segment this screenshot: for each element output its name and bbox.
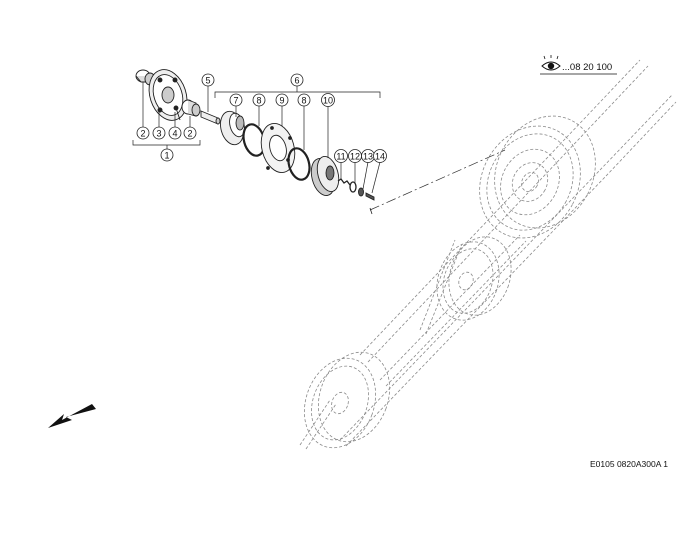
callout-14: 14 xyxy=(373,149,387,163)
part-hub-plate xyxy=(148,69,188,121)
callout-2a: 2 xyxy=(136,126,150,140)
callout-number: 3 xyxy=(156,128,161,138)
callout-8b: 8 xyxy=(297,93,311,107)
part-friction-disc-9 xyxy=(260,123,296,173)
callout-number: 5 xyxy=(205,75,210,85)
part-flange-7 xyxy=(220,110,245,146)
callout-number: 8 xyxy=(301,95,306,105)
reference-number: ...08 20 100 xyxy=(562,62,612,73)
callout-number: 9 xyxy=(279,95,284,105)
upper-pulley-phantom xyxy=(479,115,596,239)
part-pin-5 xyxy=(200,110,221,125)
part-screw-4 xyxy=(175,107,181,121)
view-reference: ...08 20 100 xyxy=(540,55,617,75)
callout-number: 1 xyxy=(164,150,169,160)
middle-pulley-phantom xyxy=(436,236,512,321)
callout-12: 12 xyxy=(348,149,362,163)
drawing-code: E0105 0820A300A 1 xyxy=(590,459,668,469)
part-nut-13 xyxy=(358,187,364,197)
callout-8a: 8 xyxy=(252,93,266,107)
belt-drive-phantom xyxy=(299,59,677,450)
eye-icon xyxy=(541,55,561,71)
callout-9: 9 xyxy=(275,93,289,107)
lower-pulley-phantom xyxy=(303,351,391,449)
callout-3: 3 xyxy=(152,126,166,140)
center-axis-line xyxy=(369,149,506,211)
part-bolt-14 xyxy=(365,192,375,215)
callout-13: 13 xyxy=(361,149,375,163)
part-washer-12 xyxy=(349,181,357,193)
callout-7: 7 xyxy=(229,93,243,107)
callout-number: 14 xyxy=(375,151,385,161)
exploded-assembly xyxy=(135,69,375,215)
part-pressure-plate-10 xyxy=(310,155,340,197)
callout-number: 2 xyxy=(187,128,192,138)
callout-number: 8 xyxy=(256,95,261,105)
callout-2b: 2 xyxy=(183,126,197,140)
leader-lines xyxy=(132,82,381,194)
callout-number: 13 xyxy=(363,151,373,161)
part-bushing-bottom xyxy=(181,99,201,117)
callout-number: 7 xyxy=(233,95,238,105)
callout-number: 2 xyxy=(140,128,145,138)
callout-10: 10 xyxy=(321,93,335,107)
callout-number: 4 xyxy=(172,128,177,138)
callout-number: 6 xyxy=(294,75,299,85)
direction-arrow-icon xyxy=(48,404,96,428)
callout-5: 5 xyxy=(201,73,215,87)
callout-4: 4 xyxy=(168,126,182,140)
part-ring-8b xyxy=(287,147,311,181)
callout-1: 1 xyxy=(160,148,174,162)
callout-6: 6 xyxy=(290,73,304,87)
callout-11: 11 xyxy=(334,149,348,163)
callout-number: 11 xyxy=(336,151,345,161)
callout-number: 10 xyxy=(323,95,333,105)
callout-number: 12 xyxy=(350,151,360,161)
part-spring-11 xyxy=(337,178,351,186)
